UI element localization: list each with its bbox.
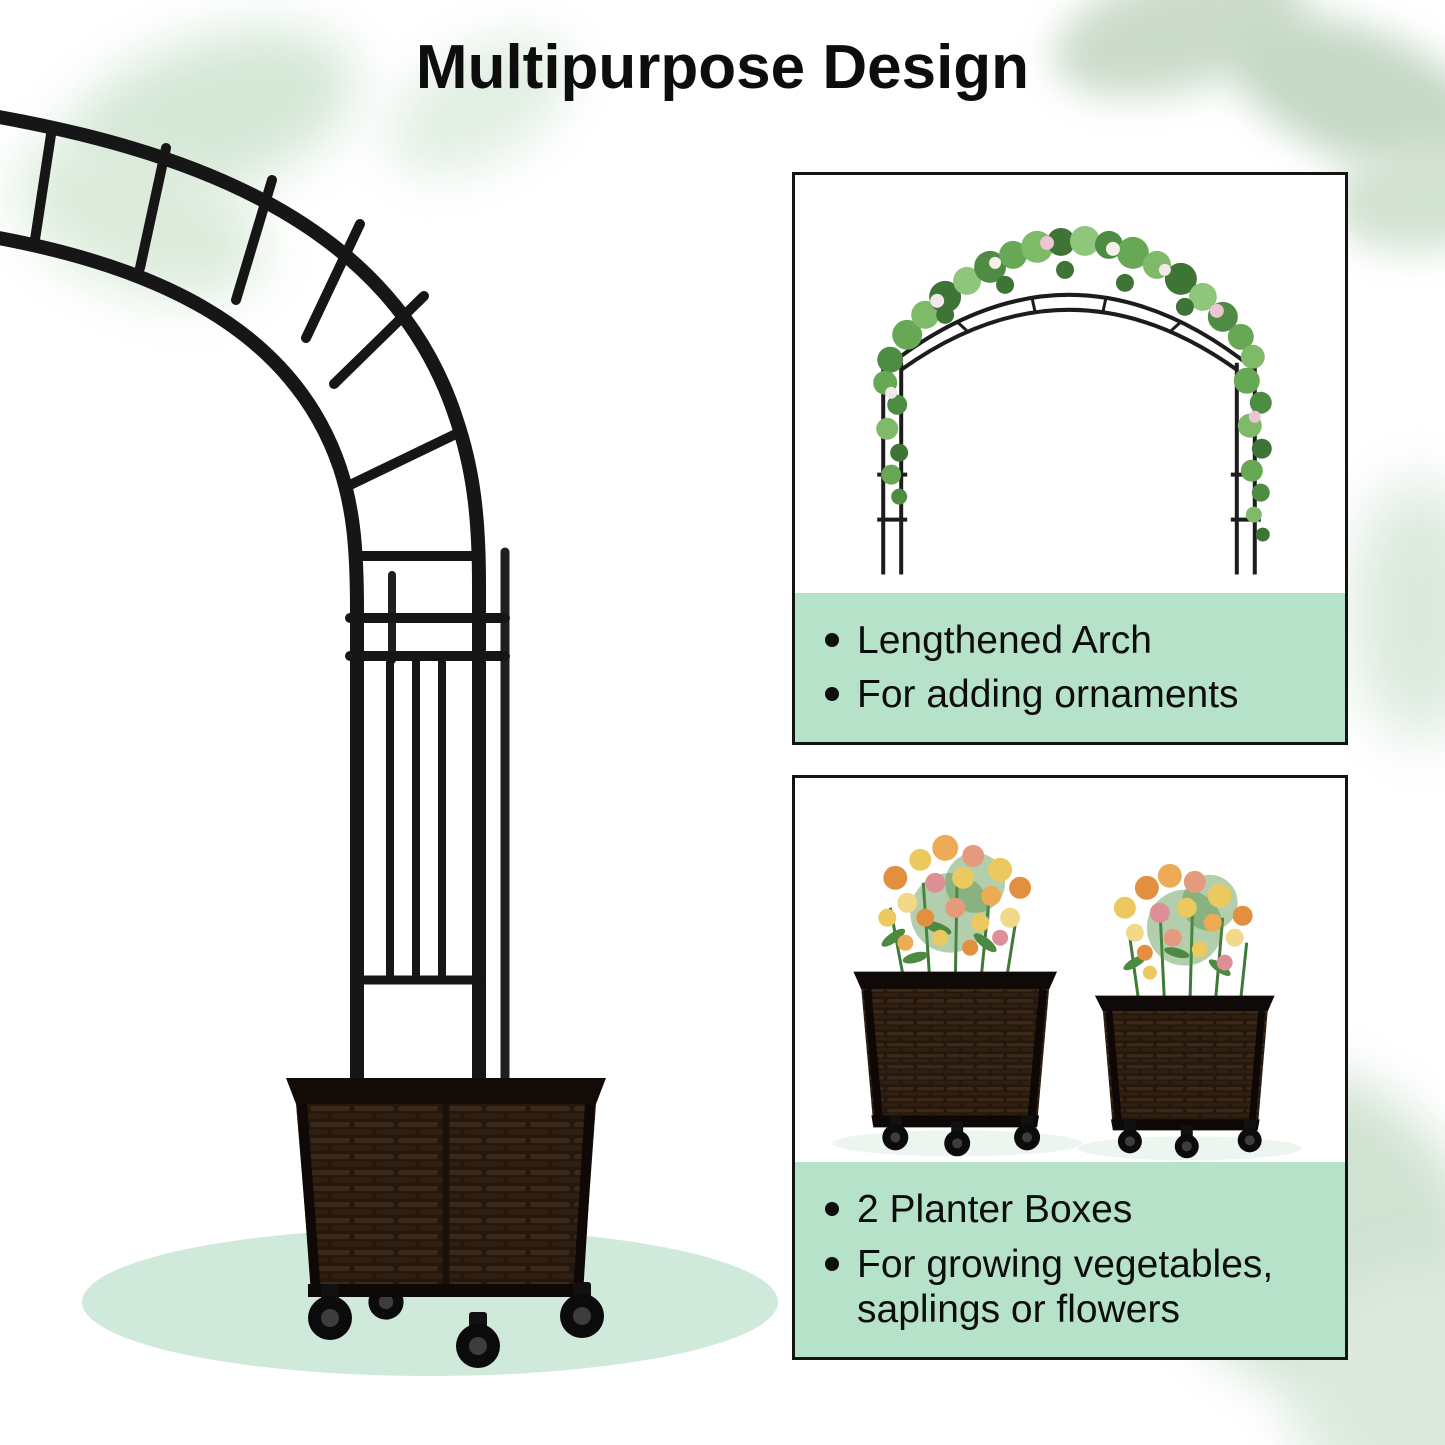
page-title: Multipurpose Design [415, 33, 1030, 102]
feature-text: For growing vegetables, saplings or flow… [857, 1242, 1274, 1331]
feature-text: For adding ornaments [857, 672, 1239, 716]
feature-panel-planters: 2 Planter Boxes For growing vegetables, … [792, 775, 1348, 1360]
arch-panel-image [795, 175, 1345, 593]
feature-item: Lengthened Arch [825, 618, 1323, 663]
feature-item: For growing vegetables, saplings or flow… [825, 1242, 1323, 1332]
planters-feature-list: 2 Planter Boxes For growing vegetables, … [795, 1162, 1345, 1357]
bullet-dot [825, 686, 839, 701]
bullet-dot [825, 632, 839, 647]
feature-item: 2 Planter Boxes [825, 1187, 1323, 1232]
main-product-image [0, 110, 778, 1376]
bullet-dot [825, 1256, 839, 1271]
feature-text: 2 Planter Boxes [857, 1188, 1133, 1232]
arch-with-vines-image [873, 225, 1272, 575]
planters-panel-image [795, 778, 1345, 1163]
bullet-dot [825, 1202, 839, 1217]
background-leaf-blur [1350, 480, 1445, 740]
feature-text: Lengthened Arch [857, 618, 1152, 662]
feature-item: For adding ornaments [825, 672, 1323, 717]
feature-panel-arch: Lengthened Arch For adding ornaments [792, 172, 1348, 745]
arch-feature-list: Lengthened Arch For adding ornaments [795, 592, 1345, 742]
planter-boxes-with-flowers-image [832, 834, 1302, 1161]
